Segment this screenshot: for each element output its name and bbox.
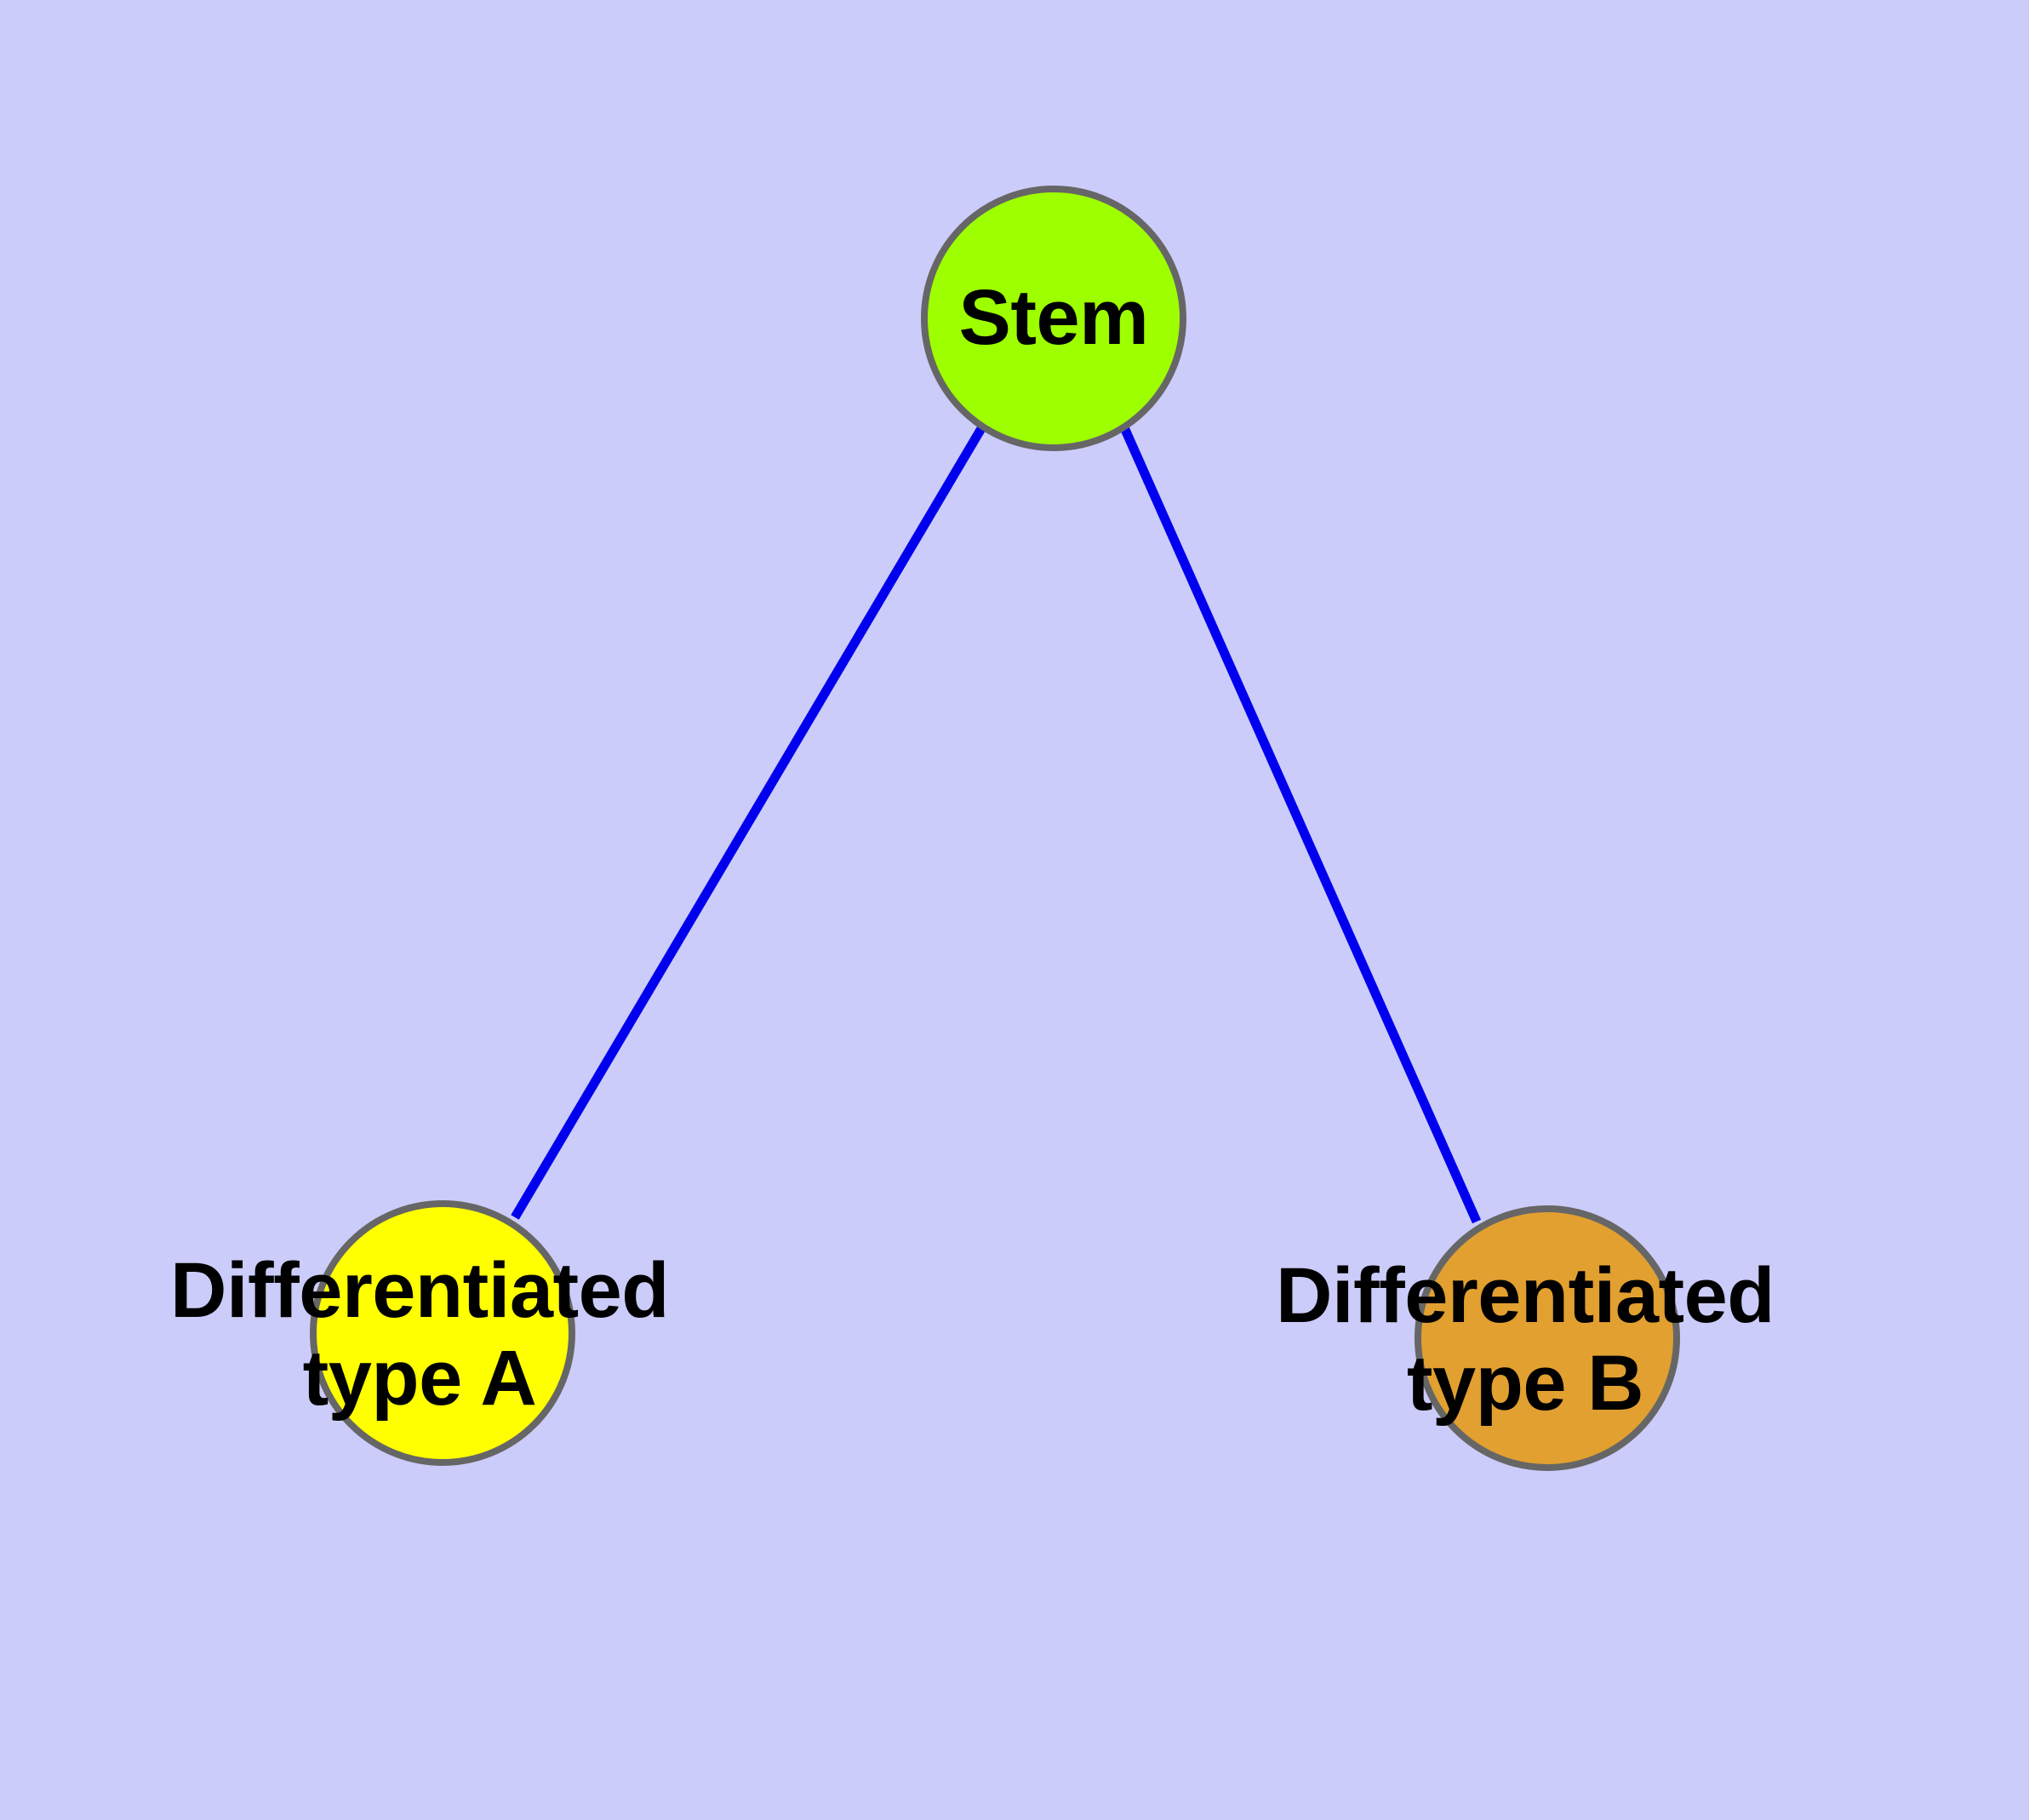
node-stem[interactable] xyxy=(921,186,1186,451)
edge-layer xyxy=(511,423,1482,1224)
node-diff-a[interactable] xyxy=(310,1200,575,1466)
node-diff-b[interactable] xyxy=(1415,1205,1680,1471)
edge-stem-to-diff-b xyxy=(1118,423,1482,1224)
node-layer xyxy=(310,186,1680,1471)
edge-stem-to-diff-a xyxy=(511,423,987,1220)
